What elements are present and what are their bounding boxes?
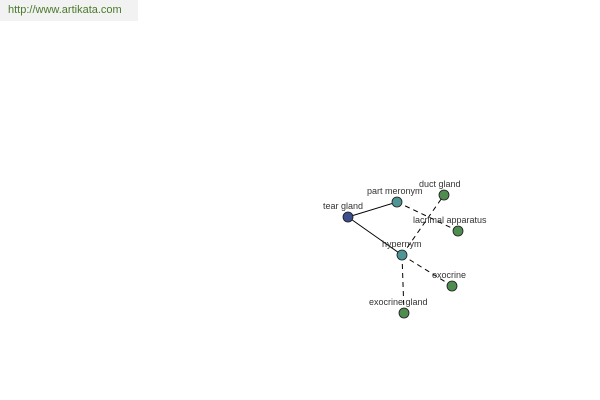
- label-part-meronym[interactable]: part meronym: [367, 186, 423, 196]
- edges-layer: [347, 194, 459, 314]
- label-exocrine[interactable]: exocrine: [432, 270, 466, 280]
- source-url-link[interactable]: http://www.artikata.com: [8, 4, 122, 16]
- edge-hypernym-to-exocrine: [401, 254, 453, 287]
- node-duct-gland[interactable]: [438, 189, 450, 201]
- edge-hypernym-to-exocrine-gland: [401, 254, 405, 314]
- label-exocrine-gland[interactable]: exocrine gland: [369, 297, 428, 307]
- label-hypernym[interactable]: hypernym: [382, 239, 422, 249]
- source-url-bar: http://www.artikata.com: [0, 0, 138, 21]
- labels-layer: tear gland part meronym hypernym duct gland…: [323, 179, 487, 307]
- node-lacrimal-apparatus[interactable]: [452, 225, 464, 237]
- node-exocrine-gland[interactable]: [398, 307, 410, 319]
- edge-part-meronym-to-lacrimal-apparatus: [396, 201, 459, 232]
- edge-tear-gland-to-hypernym: [347, 216, 403, 256]
- node-hypernym[interactable]: [396, 249, 408, 261]
- edge-hypernym-to-duct-gland: [401, 194, 445, 256]
- nodes-layer: [342, 189, 464, 319]
- label-lacrimal-apparatus[interactable]: lacrimal apparatus: [413, 215, 487, 225]
- node-exocrine[interactable]: [446, 280, 458, 292]
- label-tear-gland[interactable]: tear gland: [323, 201, 363, 211]
- label-duct-gland[interactable]: duct gland: [419, 179, 461, 189]
- node-part-meronym[interactable]: [391, 196, 403, 208]
- edge-tear-gland-to-part-meronym: [347, 201, 398, 218]
- node-tear-gland[interactable]: [342, 211, 354, 223]
